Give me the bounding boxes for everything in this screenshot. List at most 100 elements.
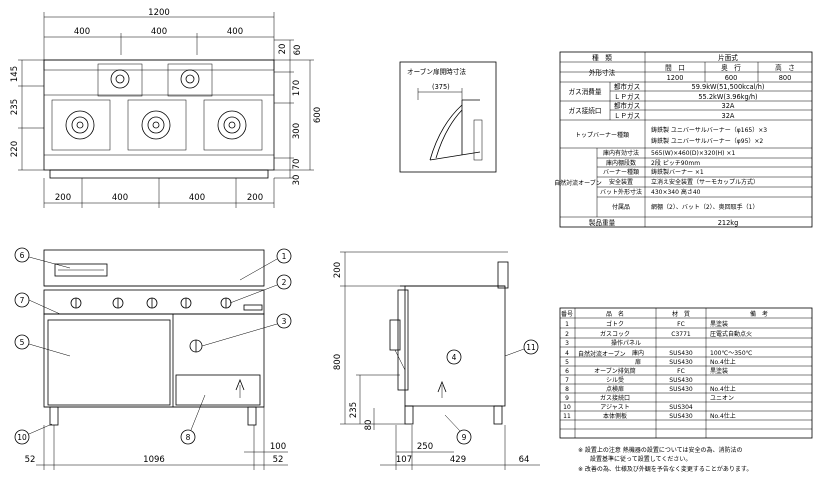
svg-text:3: 3 [282, 317, 287, 326]
svg-text:SUS430: SUS430 [669, 386, 693, 393]
parts-row-11: 11 本体側板 SUS430 No.4仕上 [563, 412, 736, 420]
dim-bottom-seg-3: 400 [189, 193, 205, 203]
svg-text:2: 2 [282, 278, 287, 287]
dim-side-200: 200 [333, 262, 343, 278]
svg-text:100℃～350℃: 100℃～350℃ [710, 350, 753, 357]
dim-overall-width: 1200 [148, 8, 170, 18]
dim-left-1: 145 [10, 66, 20, 82]
svg-text:4: 4 [565, 350, 569, 357]
svg-text:5: 5 [20, 338, 25, 347]
spec-oven-safety: 安全装置 [609, 178, 633, 186]
svg-text:1: 1 [282, 252, 287, 261]
svg-text:6: 6 [565, 368, 569, 375]
dim-side-235: 235 [349, 402, 359, 418]
spec-weight-val: 212kg [718, 219, 739, 227]
svg-text:No.4仕上: No.4仕上 [710, 358, 736, 366]
svg-text:6: 6 [20, 251, 25, 260]
svg-text:1: 1 [565, 321, 569, 328]
dim-left-2: 235 [10, 99, 20, 115]
parts-table: 番号 品 名 材 質 備 考 1 ゴトク FC 黒塗装 2 ガスコック C377… [559, 307, 813, 439]
svg-text:FC: FC [677, 321, 685, 328]
svg-text:SUS430: SUS430 [669, 413, 693, 420]
svg-text:アジャスト: アジャスト [600, 404, 629, 411]
dim-top-seg-2: 400 [151, 27, 167, 37]
spec-oven-pan-val: 430×340 高さ40 [651, 188, 701, 196]
parts-row-2: 2 ガスコック C3771 圧電式自動点火 [565, 330, 752, 338]
callout-9: 9 [444, 414, 472, 445]
dim-front-left-gap: 52 [25, 455, 36, 465]
svg-text:10: 10 [563, 404, 571, 411]
spec-sub-height: 高 さ [775, 63, 795, 72]
parts-group-label: 自然対流オーブン [578, 350, 626, 358]
svg-text:8: 8 [186, 433, 191, 442]
callout-11: 11 [504, 339, 539, 357]
svg-text:10: 10 [17, 433, 27, 442]
dim-bottom-seg-4: 200 [247, 193, 263, 203]
svg-text:SUS304: SUS304 [669, 404, 693, 411]
spec-table: 種 類 片面式 間 口 奥 行 高 さ 外形寸法 1200 600 800 ガス… [554, 51, 813, 228]
note-2: 設置基準に従って設置してください。 [590, 455, 691, 463]
parts-row-4: 4 庫内 SUS430 100℃～350℃ [565, 349, 753, 357]
callout-8: 8 [180, 394, 206, 445]
callout-3: 3 [201, 313, 292, 347]
oven-detail-dim: (375) [432, 83, 450, 91]
svg-text:圧電式自動点火: 圧電式自動点火 [710, 330, 752, 338]
spec-top-burner-2: 鋳鉄製 ユニバーサルバーナー（φ95）×2 [651, 137, 763, 145]
large-burner-1 [51, 99, 111, 151]
parts-row-5: 5 扉 SUS430 No.4仕上 [565, 358, 736, 366]
spec-weight-label: 製品重量 [589, 218, 616, 227]
callout-2: 2 [229, 274, 292, 304]
large-burner-2 [127, 99, 187, 151]
spec-gas-use-lp-val: 55.2kW(3.96kg/h) [698, 93, 757, 101]
svg-text:ユニオン: ユニオン [710, 395, 734, 402]
callout-6: 6 [14, 247, 71, 269]
svg-text:8: 8 [565, 386, 569, 393]
callout-5: 5 [14, 334, 71, 357]
dim-bottom-seg-1: 200 [55, 193, 71, 203]
dim-side-107: 107 [396, 455, 412, 465]
spec-oven-inner: 庫内有効寸法 [603, 149, 639, 157]
dim-front-width: 1096 [143, 455, 165, 465]
spec-oven-acc-val: 網棚（2）、バット（2）、奥回取手（1） [651, 203, 758, 211]
parts-row-10: 10 アジャスト SUS304 [563, 404, 693, 411]
gas-cock-knobs [70, 297, 232, 309]
spec-header-model: 片面式 [718, 53, 738, 62]
spec-size-w: 1200 [667, 74, 684, 82]
dim-side-64: 64 [519, 455, 530, 465]
dim-side-250: 250 [417, 442, 433, 452]
dim-right-170: 170 [292, 80, 302, 96]
spec-gas-use-lp: ＬＰガス [614, 92, 640, 101]
svg-text:本体側板: 本体側板 [603, 412, 627, 420]
svg-text:ゴトク: ゴトク [606, 320, 624, 328]
spec-gas-conn-label: ガス接続口 [569, 106, 602, 115]
small-burner-right [167, 63, 213, 97]
svg-text:7: 7 [20, 296, 25, 305]
dim-side-429: 429 [450, 455, 466, 465]
dim-side-80: 80 [364, 420, 374, 431]
notes: ※ 設置上の注意 熱機器の設置については安全の為、消防法の 設置基準に従って設置… [578, 446, 752, 473]
spec-gas-conn-city-val: 32A [722, 102, 735, 110]
dim-right-total: 600 [313, 107, 323, 123]
dim-right-300: 300 [292, 123, 302, 139]
svg-text:5: 5 [565, 359, 569, 366]
spec-top-burner-label: トップバーナー種類 [575, 131, 629, 139]
spec-header-type: 種 類 [592, 53, 612, 62]
parts-row-8: 8 点検扉 SUS430 No.4仕上 [565, 385, 736, 393]
dim-top-seg-3: 400 [227, 27, 243, 37]
svg-text:2: 2 [565, 331, 569, 338]
svg-text:No.4仕上: No.4仕上 [710, 412, 736, 420]
spec-oven-inner-val: 565(W)×460(D)×320(H) ×1 [651, 150, 735, 157]
svg-text:9: 9 [462, 433, 467, 442]
small-burner-left [97, 63, 143, 97]
large-burner-3 [203, 99, 263, 151]
spec-gas-conn-lp: ＬＰガス [614, 111, 640, 120]
callout-4: 4 [446, 349, 462, 365]
parts-header-note: 備 考 [750, 310, 768, 318]
svg-text:SUS430: SUS430 [669, 359, 693, 366]
spec-size-h: 800 [779, 74, 792, 82]
svg-text:SUS430: SUS430 [669, 350, 693, 357]
dim-side-800: 800 [333, 354, 343, 370]
callout-7: 7 [14, 292, 61, 315]
spec-size-d: 600 [725, 74, 738, 82]
spec-oven-burner: バーナー種類 [603, 168, 639, 176]
